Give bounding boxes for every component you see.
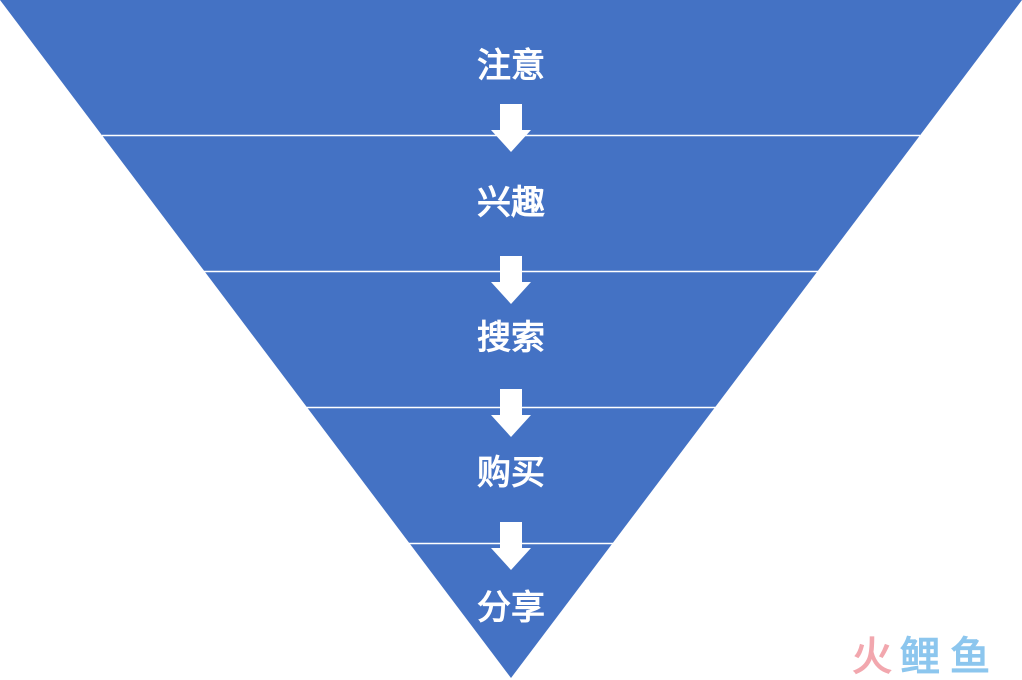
flow-arrows (491, 104, 531, 570)
watermark-char: 火 (852, 634, 892, 680)
stage-labels: 注意 兴趣 搜索 购买 分享 (477, 46, 545, 628)
down-arrow-icon (491, 256, 531, 304)
stage-label-interest: 兴趣 (477, 183, 545, 223)
down-arrow-icon (491, 104, 531, 152)
stage-label-attention: 注意 (477, 46, 545, 86)
stage-label-purchase: 购买 (477, 453, 545, 493)
stage-label-search: 搜索 (477, 318, 545, 358)
down-arrow-icon (491, 389, 531, 437)
watermark-logo: 火 鲤 鱼 (852, 634, 990, 680)
stage-label-share: 分享 (477, 588, 545, 628)
watermark-char: 鲤 (900, 634, 940, 680)
watermark-char: 鱼 (950, 634, 990, 680)
down-arrow-icon (491, 522, 531, 570)
